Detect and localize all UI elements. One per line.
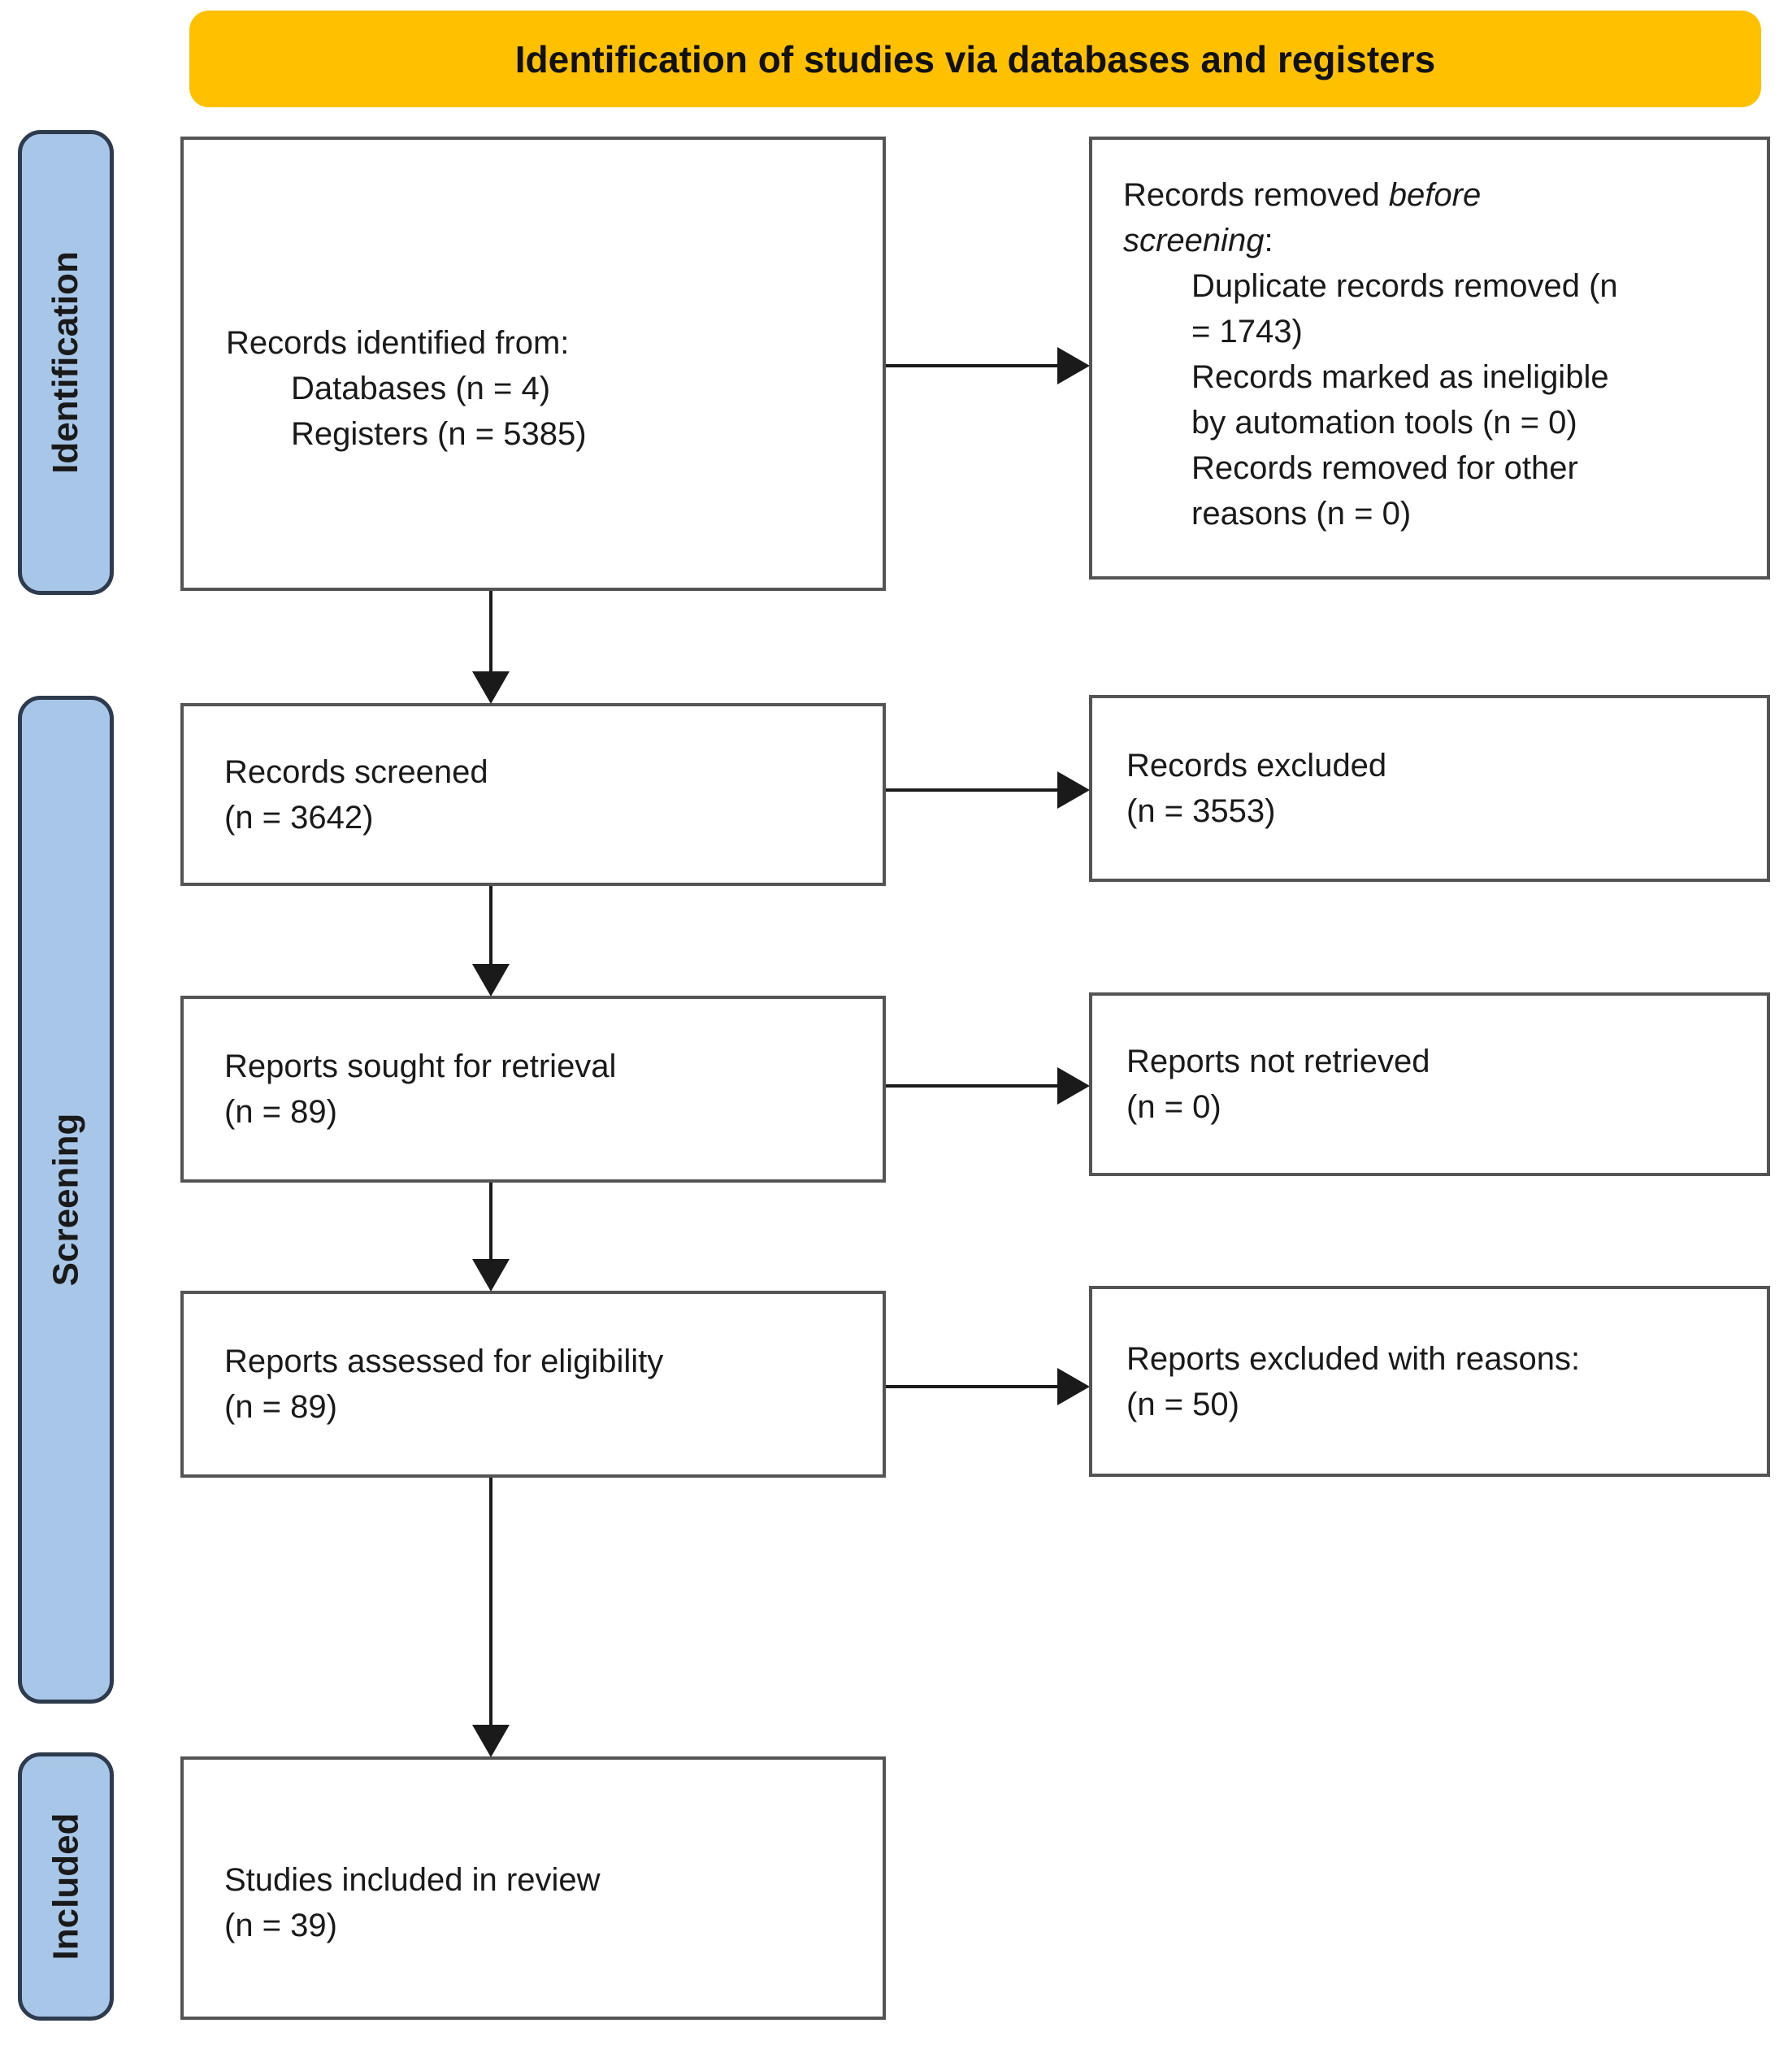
records-identified-databases-count: Databases (n = 4) xyxy=(291,370,551,406)
banner: Identification of studies via databases … xyxy=(189,11,1761,107)
box-records-identified: Records identified from: Databases (n = … xyxy=(180,137,886,591)
stage-label-identification: Identification xyxy=(46,251,85,474)
reports-excluded-count: (n = 50) xyxy=(1126,1386,1239,1422)
records-excluded-label: Records excluded xyxy=(1126,748,1387,784)
arrow-sought-to-not-retrieved xyxy=(886,1067,1090,1105)
stage-label-screening: Screening xyxy=(46,1113,85,1287)
records-removed-heading-italic-2: screening xyxy=(1123,223,1265,258)
reports-not-retrieved-count: (n = 0) xyxy=(1126,1089,1221,1125)
banner-title: Identification of studies via databases … xyxy=(514,37,1436,80)
records-identified-heading: Records identified from: xyxy=(226,324,570,361)
records-removed-detail-line: Records marked as ineligible xyxy=(1191,359,1609,395)
records-removed-detail-line: Records removed for other xyxy=(1191,450,1578,486)
records-removed-heading-colon: : xyxy=(1264,223,1273,258)
studies-included-label: Studies included in review xyxy=(224,1861,601,1898)
reports-assessed-label: Reports assessed for eligibility xyxy=(224,1344,664,1379)
reports-excluded-label: Reports excluded with reasons: xyxy=(1126,1340,1581,1377)
records-removed-detail-line: by automation tools (n = 0) xyxy=(1191,405,1577,441)
records-removed-detail-line: = 1743) xyxy=(1191,314,1303,350)
box-reports-not-retrieved: Reports not retrieved (n = 0) xyxy=(1089,992,1770,1176)
stage-label-included: Included xyxy=(46,1813,85,1960)
arrow-assessed-to-included xyxy=(472,1478,510,1757)
records-removed-heading-line-2: screening: xyxy=(1123,218,1746,263)
box-records-excluded: Records excluded (n = 3553) xyxy=(1089,695,1770,882)
records-screened-count: (n = 3642) xyxy=(224,799,374,836)
records-removed-heading-regular: Records removed xyxy=(1123,177,1389,213)
box-records-screened: Records screened (n = 3642) xyxy=(180,703,886,886)
reports-sought-label: Reports sought for retrieval xyxy=(224,1049,617,1084)
arrow-screened-to-sought xyxy=(472,886,510,996)
arrow-identified-to-screened xyxy=(472,591,510,704)
records-removed-detail-line: Duplicate records removed (n xyxy=(1191,268,1618,304)
arrow-assessed-to-excluded-reasons xyxy=(886,1368,1090,1405)
stage-bar-screening: Screening xyxy=(18,696,114,1704)
box-reports-sought: Reports sought for retrieval (n = 89) xyxy=(180,996,886,1183)
records-removed-detail-line: reasons (n = 0) xyxy=(1191,496,1412,532)
box-studies-included: Studies included in review (n = 39) xyxy=(180,1756,886,2020)
box-records-removed: Records removed before screening: Duplic… xyxy=(1089,137,1770,580)
box-reports-assessed: Reports assessed for eligibility (n = 89… xyxy=(180,1291,886,1478)
records-excluded-count: (n = 3553) xyxy=(1126,793,1276,829)
reports-assessed-count: (n = 89) xyxy=(224,1389,337,1425)
arrow-screened-to-excluded xyxy=(886,771,1090,809)
records-removed-heading-line-1: Records removed before xyxy=(1123,172,1746,218)
arrow-identified-to-removed xyxy=(886,347,1090,384)
stage-bar-identification: Identification xyxy=(18,130,114,595)
records-screened-label: Records screened xyxy=(224,753,488,790)
box-reports-excluded-with-reasons: Reports excluded with reasons: (n = 50) xyxy=(1089,1286,1770,1477)
reports-not-retrieved-label: Reports not retrieved xyxy=(1126,1044,1430,1079)
studies-included-count: (n = 39) xyxy=(224,1907,337,1943)
stage-bar-included: Included xyxy=(18,1752,114,2021)
records-identified-registers-count: Registers (n = 5385) xyxy=(291,415,587,452)
reports-sought-count: (n = 89) xyxy=(224,1094,337,1130)
records-removed-heading-italic-1: before xyxy=(1388,177,1482,213)
arrow-sought-to-assessed xyxy=(472,1183,510,1292)
